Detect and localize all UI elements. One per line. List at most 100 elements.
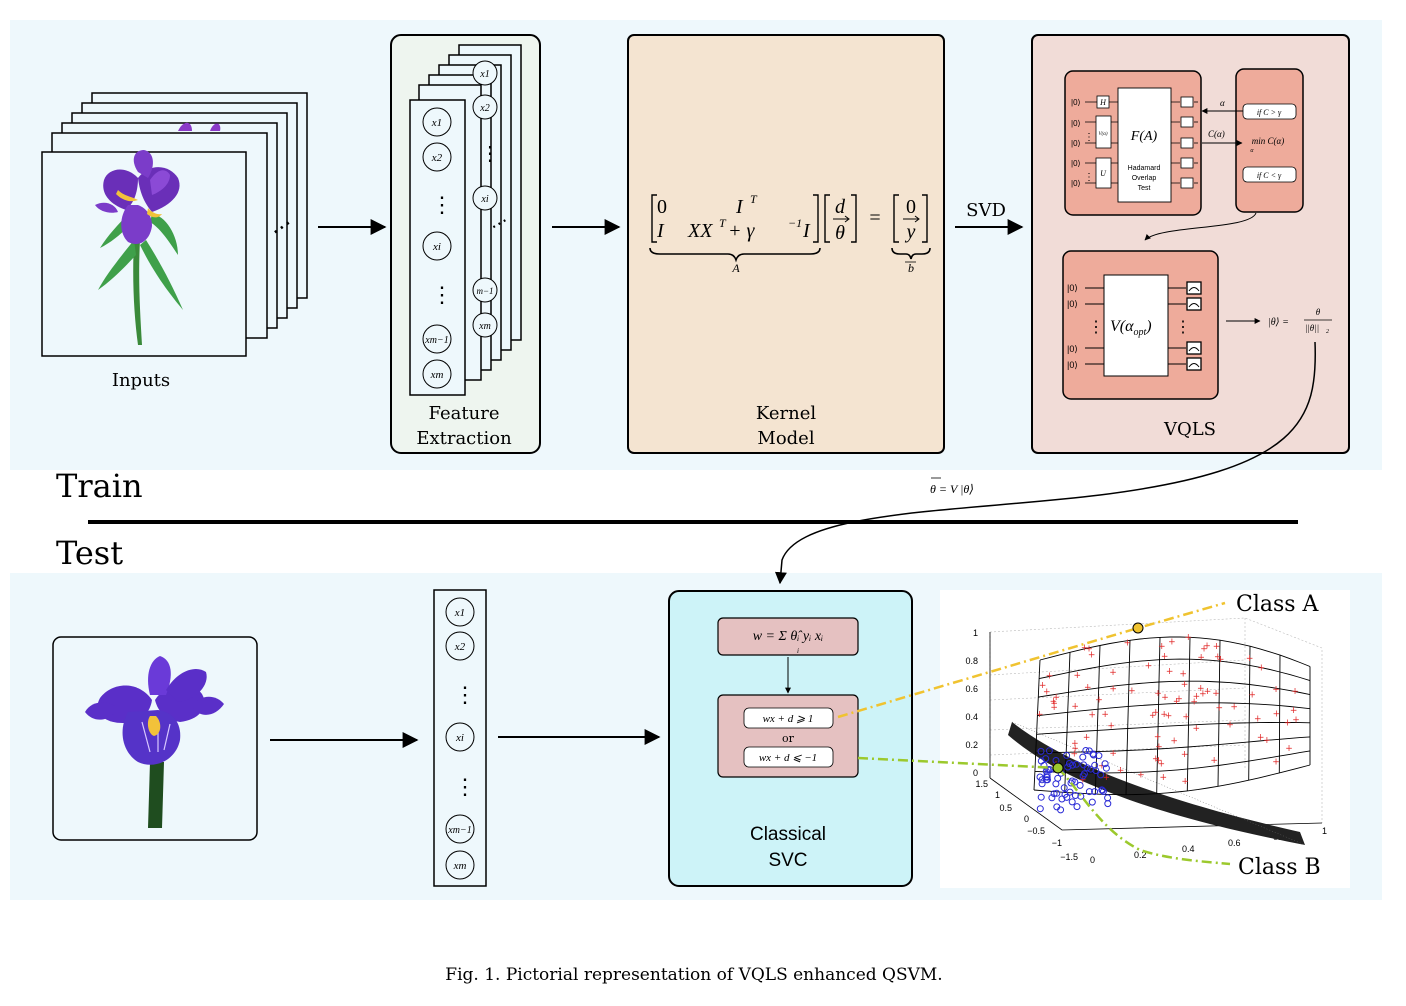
class-a-point: +	[1200, 645, 1208, 655]
svg-text:0: 0	[973, 768, 978, 778]
min-c-alpha: min C(α)	[1252, 136, 1284, 146]
class-a-point: +	[1152, 755, 1160, 765]
node-x2: x2	[431, 152, 443, 164]
class-b-point	[1085, 747, 1093, 755]
class-a-mesh	[1033, 636, 1311, 796]
svg-text:⋮: ⋮	[1084, 132, 1094, 143]
matrix-r2c2a-sup: T	[719, 216, 727, 230]
class-b-point	[1072, 760, 1080, 768]
class-a-point: +	[1263, 736, 1271, 746]
class-a-point: +	[1101, 710, 1109, 720]
mesh-line	[1217, 640, 1221, 787]
mesh-line	[1039, 658, 1311, 682]
class-a-point: +	[1248, 690, 1256, 700]
svg-text:|0⟩: |0⟩	[1071, 179, 1081, 188]
train-label: Train	[56, 467, 143, 505]
node-xi: xi	[432, 241, 441, 253]
y-tick-labels: 1.5 1 0.5 0 −0.5 −1 −1.5	[975, 779, 1078, 862]
test-node-xm1: xm−1	[447, 825, 471, 836]
class-b-point	[1076, 781, 1084, 789]
mesh-line	[1038, 680, 1311, 698]
svg-text:0: 0	[1024, 814, 1029, 824]
class-b-point	[1088, 798, 1096, 806]
hadamard-label-2: Overlap	[1132, 175, 1157, 182]
matrix-r1c1: 0	[657, 196, 667, 218]
svg-text:⋮: ⋮	[1088, 317, 1104, 336]
class-b-marker	[1052, 762, 1064, 774]
class-b-point	[1104, 800, 1112, 808]
class-a-point: +	[1257, 733, 1265, 743]
f-of-a: F(A)	[1130, 129, 1158, 144]
class-a-point: +	[1071, 744, 1079, 754]
class-a-point: +	[1085, 645, 1093, 655]
min-subscript: α	[1250, 148, 1254, 154]
iris-flower-icon	[85, 656, 224, 828]
class-b-point	[1045, 747, 1053, 755]
theta-relation: θ = V |θ⟩	[930, 482, 974, 496]
matrix-r1c2-sup: T	[750, 192, 758, 206]
class-b-label: Class B	[1238, 855, 1321, 880]
svg-text:|0⟩: |0⟩	[1071, 159, 1081, 168]
svg-text:θ: θ	[1316, 307, 1321, 317]
matrix-r2c1: I	[656, 220, 665, 242]
class-a-point: +	[1083, 733, 1091, 743]
u-gate: U	[1100, 169, 1107, 178]
matrix-r2c2a: XX	[687, 220, 713, 242]
svg-text:|0⟩: |0⟩	[1067, 299, 1078, 309]
underbrace-A: A	[731, 261, 740, 275]
mesh-line	[1156, 637, 1161, 794]
class-a-point: +	[1273, 710, 1281, 720]
class-b-point	[1036, 805, 1044, 813]
vec-d: d	[835, 196, 846, 218]
class-b-point	[1050, 790, 1058, 798]
class-b-point	[1067, 779, 1075, 787]
class-a-point: +	[1117, 766, 1125, 776]
svg-text:|0⟩: |0⟩	[1071, 119, 1081, 128]
class-b-point	[1099, 788, 1107, 795]
class-a-point: +	[1291, 687, 1299, 697]
class-a-point: +	[1052, 693, 1060, 703]
class-b-point	[1068, 798, 1076, 806]
class-a-point: +	[1166, 667, 1174, 677]
kernel-label-2: Model	[757, 428, 814, 449]
class-a-point: +	[1071, 702, 1079, 712]
class-a-point: +	[1182, 712, 1190, 722]
if-c-gt-gamma: if C > γ	[1257, 108, 1282, 117]
class-a-point: +	[1254, 715, 1262, 725]
svd-label: SVD	[966, 200, 1006, 221]
class-b-point	[1080, 770, 1088, 778]
class-b-point	[1057, 806, 1065, 814]
svg-text:0.4: 0.4	[965, 712, 978, 722]
z-tick-labels: 1 0.8 0.6 0.4 0.2 0	[965, 628, 978, 778]
class-a-leader	[837, 601, 1226, 719]
svg-text:0.4: 0.4	[1182, 844, 1195, 854]
class-b-point	[1063, 793, 1071, 801]
mesh-line	[1036, 721, 1311, 735]
class-b-point	[1037, 793, 1045, 801]
class-a-point: +	[1154, 689, 1162, 699]
svg-text:0.6: 0.6	[1228, 838, 1241, 848]
svg-text:||θ||: ||θ||	[1305, 323, 1319, 333]
v-alpha-gate: V(α)	[1098, 132, 1107, 137]
class-a-point: +	[1185, 633, 1193, 643]
class-a-point: +	[1210, 756, 1218, 766]
class-a-point: +	[1107, 721, 1115, 731]
svg-text:|0⟩: |0⟩	[1071, 139, 1081, 148]
class-b-point	[1063, 751, 1071, 759]
iris-flower-icon	[95, 150, 183, 345]
class-a-point: +	[1258, 664, 1266, 674]
mesh-line	[1186, 637, 1191, 791]
back-node-xi: xi	[480, 194, 488, 205]
class-a-point: +	[1197, 653, 1205, 663]
class-a-point: +	[1098, 762, 1106, 772]
class-a-point: +	[1046, 671, 1054, 681]
class-b-point	[1038, 780, 1046, 788]
underbrace-b: b	[908, 261, 914, 275]
mesh-line	[1125, 640, 1131, 795]
class-a-point: +	[1272, 757, 1280, 767]
alpha-label: α	[1220, 98, 1225, 108]
class-a-point: +	[1149, 711, 1157, 721]
class-b-point	[1060, 784, 1068, 792]
figure-caption: Fig. 1. Pictorial representation of VQLS…	[445, 965, 942, 985]
